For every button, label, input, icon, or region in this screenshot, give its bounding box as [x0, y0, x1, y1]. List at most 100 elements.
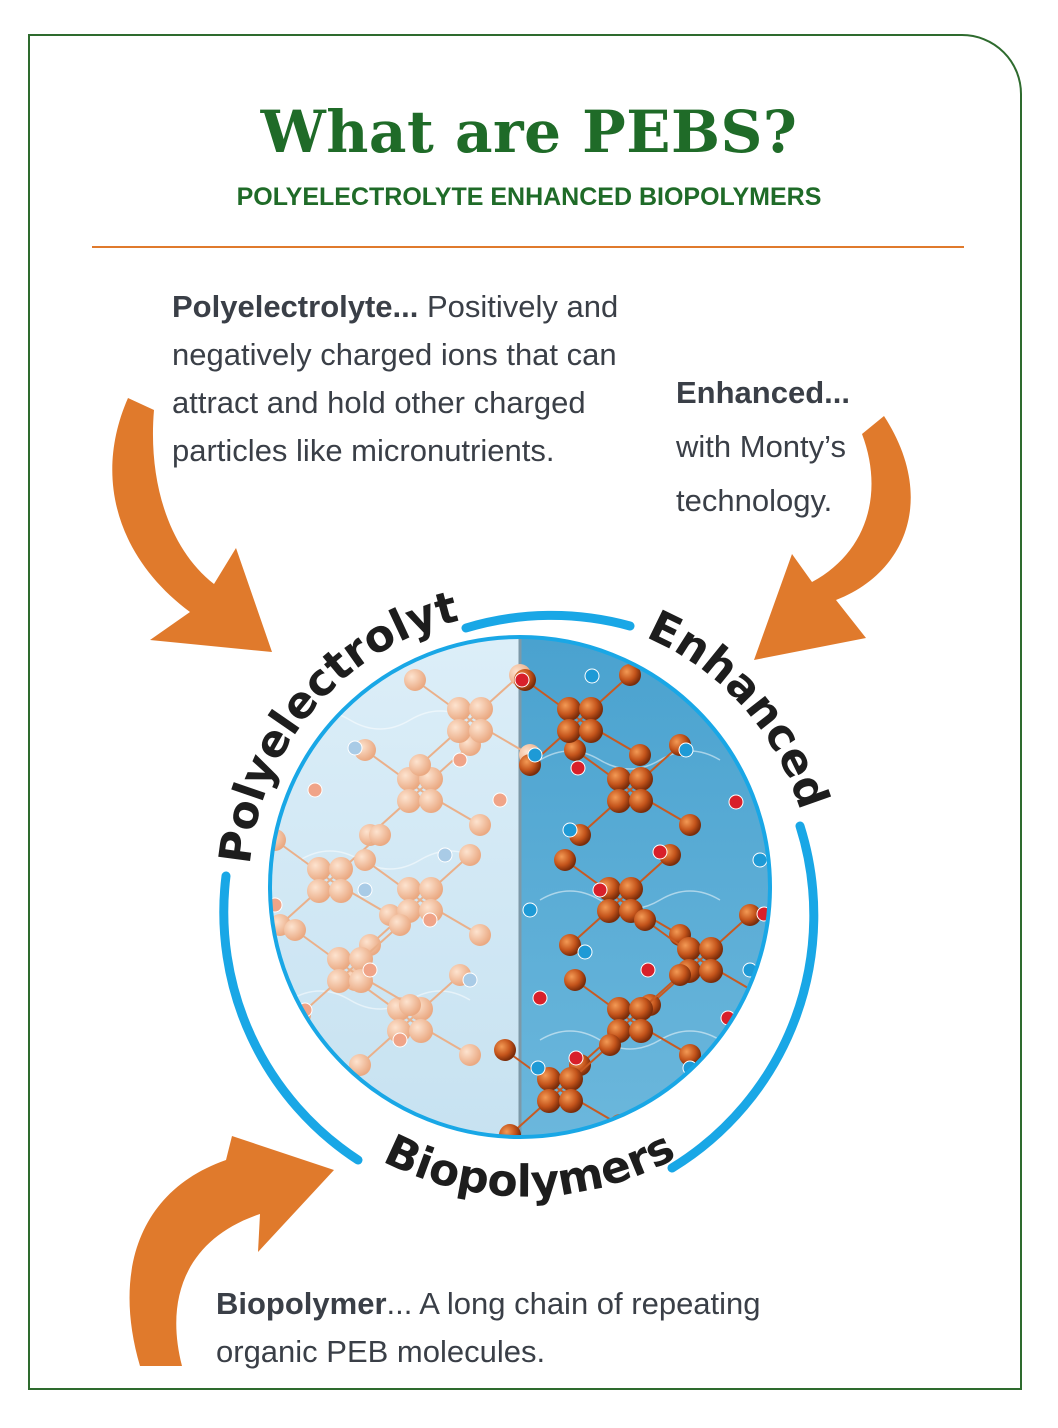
- negative-ion-icon: [570, 760, 586, 776]
- polymer-bead: [389, 914, 411, 936]
- polymer-bead: [564, 969, 586, 991]
- polymer-bead: [629, 789, 653, 813]
- polymer-bead: [469, 814, 491, 836]
- polymer-bead: [607, 789, 631, 813]
- polymer-bead: [559, 1067, 583, 1091]
- polymer-bead: [327, 969, 351, 993]
- polymer-bead: [579, 697, 603, 721]
- polymer-bead: [354, 849, 376, 871]
- polymer-bead: [554, 849, 576, 871]
- polymer-bead: [607, 997, 631, 1021]
- polymer-bead: [327, 947, 351, 971]
- polymer-bead: [397, 877, 421, 901]
- polymer-bead: [447, 719, 471, 743]
- positive-ion-icon: [522, 902, 538, 918]
- polymer-bead: [469, 924, 491, 946]
- polymer-bead: [459, 844, 481, 866]
- blue-ring: [219, 610, 819, 1173]
- polymer-bead: [607, 767, 631, 791]
- negative-ion-icon: [521, 1141, 535, 1155]
- molecule-circle-border: [268, 635, 772, 1139]
- negative-ion-icon: [492, 792, 508, 808]
- polymer-bead: [399, 994, 421, 1016]
- polymer-bead: [634, 909, 656, 931]
- positive-ion-icon: [357, 882, 373, 898]
- polymer-bead: [699, 959, 723, 983]
- polymer-bead: [329, 879, 353, 903]
- card-frame: [28, 34, 1022, 1390]
- polymer-bead: [669, 964, 691, 986]
- polymer-bead: [619, 877, 643, 901]
- polymer-bead: [629, 1019, 653, 1043]
- polymer-bead: [679, 814, 701, 836]
- positive-ion-icon: [462, 972, 478, 988]
- negative-ion-icon: [532, 990, 548, 1006]
- negative-ion-icon: [307, 782, 323, 798]
- polymer-bead: [537, 1089, 561, 1113]
- negative-ion-icon: [362, 962, 378, 978]
- polymer-bead: [564, 739, 586, 761]
- biopolymer-term: Biopolymer: [216, 1286, 387, 1321]
- polyelectrolyte-text: Positively and negatively charged ions t…: [172, 289, 619, 468]
- negative-ion-icon: [652, 844, 668, 860]
- positive-ion-icon: [562, 822, 578, 838]
- polymer-bead: [284, 919, 306, 941]
- polyelectrolyte-description: Polyelectrolyte... Positively and negati…: [172, 283, 642, 475]
- positive-ion-icon: [584, 668, 600, 684]
- positive-ion-icon: [752, 852, 768, 868]
- polymer-bead: [409, 754, 431, 776]
- page-title: What are PEBS?: [260, 98, 798, 166]
- polymer-bead: [629, 767, 653, 791]
- polymer-bead: [619, 664, 641, 686]
- polymer-bead: [307, 857, 331, 881]
- enhanced-description: Enhanced... with Monty’s technology.: [676, 366, 906, 528]
- polymer-bead: [599, 1034, 621, 1056]
- page-subtitle: POLYELECTROLYTE ENHANCED BIOPOLYMERS: [236, 183, 822, 211]
- negative-ion-icon: [592, 882, 608, 898]
- polymer-bead: [557, 697, 581, 721]
- positive-ion-icon: [678, 742, 694, 758]
- negative-ion-icon: [392, 1032, 408, 1048]
- biopolymer-text: ... A long chain of repeating organic PE…: [216, 1286, 761, 1369]
- polymer-bead: [559, 1089, 583, 1113]
- polymer-bead: [459, 1044, 481, 1066]
- positive-ion-icon: [452, 1132, 468, 1137]
- negative-ion-icon: [728, 794, 744, 810]
- polymer-bead: [469, 719, 493, 743]
- polymer-bead: [329, 857, 353, 881]
- polymer-bead: [307, 879, 331, 903]
- positive-ion-icon: [347, 740, 363, 756]
- polymer-bead: [557, 719, 581, 743]
- positive-ion-icon: [527, 747, 543, 763]
- negative-ion-icon: [568, 1050, 584, 1066]
- polymer-bead: [404, 669, 426, 691]
- polymer-bead: [579, 719, 603, 743]
- arrow-biopolymer-icon: [129, 1136, 334, 1366]
- arrow-polyelectrolyte-icon: [112, 398, 273, 652]
- polymer-bead: [597, 899, 621, 923]
- negative-ion-icon: [422, 912, 438, 928]
- polymer-bead: [409, 1019, 433, 1043]
- negative-ion-icon: [452, 752, 468, 768]
- negative-ion-icon: [514, 672, 530, 688]
- polymer-bead: [397, 789, 421, 813]
- enhanced-term: Enhanced...: [676, 375, 850, 410]
- divider: [92, 246, 964, 248]
- positive-ion-icon: [437, 847, 453, 863]
- polymer-bead: [677, 937, 701, 961]
- polymer-bead: [447, 697, 471, 721]
- polymer-bead: [739, 904, 761, 926]
- polymer-bead: [699, 937, 723, 961]
- polymer-bead: [494, 1039, 516, 1061]
- positive-ion-icon: [577, 944, 593, 960]
- polymer-bead: [419, 877, 443, 901]
- polymer-bead: [349, 1054, 371, 1076]
- polyelectrolyte-term: Polyelectrolyte...: [172, 289, 419, 324]
- polymer-bead: [749, 984, 770, 1006]
- enhanced-text: with Monty’s technology.: [676, 429, 846, 518]
- polymer-bead: [559, 934, 581, 956]
- negative-ion-icon: [640, 962, 656, 978]
- polymer-bead: [469, 697, 493, 721]
- polymer-bead: [679, 1044, 701, 1066]
